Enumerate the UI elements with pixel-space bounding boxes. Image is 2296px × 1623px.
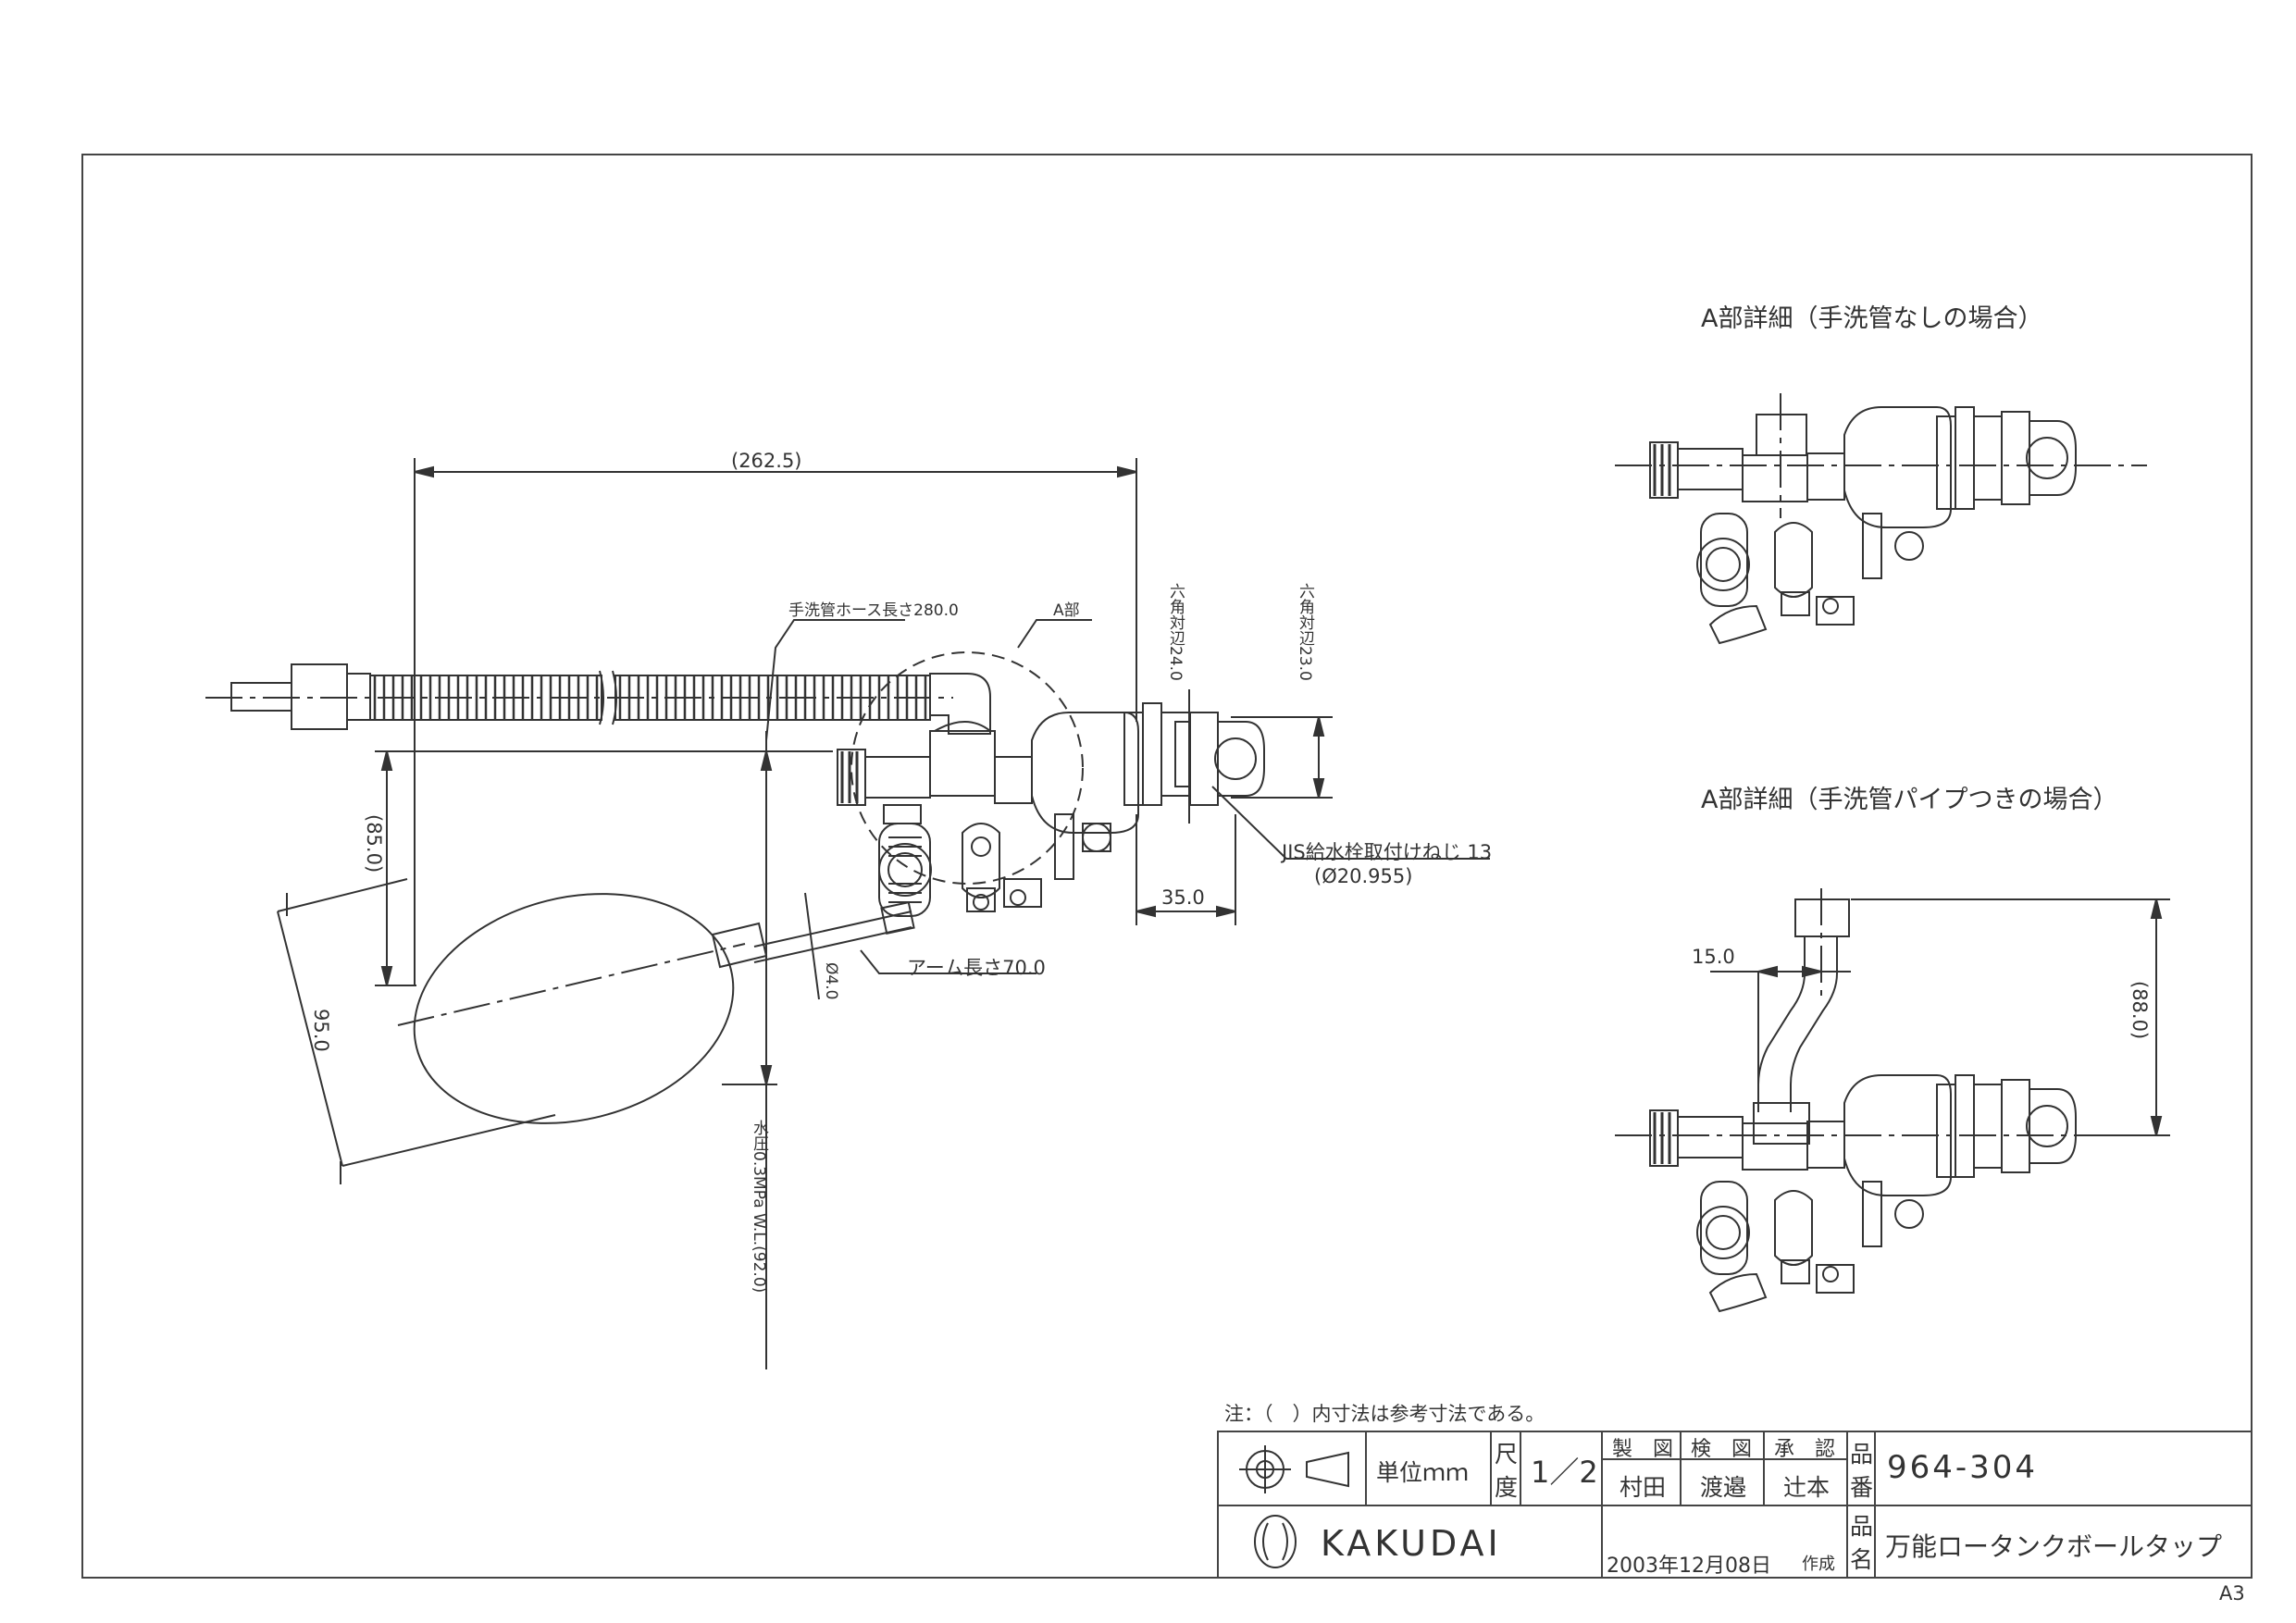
part-no-label-2: 番: [1850, 1474, 1874, 1501]
sheet-size-label: A3: [2219, 1582, 2245, 1604]
approved-by-cell: 辻本: [1765, 1460, 1848, 1506]
reference-dimension-note: 注：（ ）内寸法は参考寸法である。: [1224, 1403, 1545, 1425]
checked-by: 渡邉: [1700, 1474, 1747, 1501]
approved-header-cell: 承 認: [1765, 1432, 1848, 1461]
detail-a-no-pipe-drawing: [1615, 393, 2147, 645]
scale-label-cell: 尺 度: [1492, 1432, 1521, 1506]
dim-arm-length: アーム長さ70.0: [907, 957, 1046, 979]
part-number: 964-304: [1887, 1449, 2039, 1486]
hose-elbow: [929, 673, 991, 735]
scale-value-cell: 1／2: [1521, 1432, 1603, 1506]
company-logo-text: KAKUDAI: [1321, 1523, 1502, 1564]
scale-value: 1／2: [1531, 1455, 1598, 1490]
drawn-header: 製 図: [1612, 1438, 1674, 1461]
dim-float-dia: 95.0: [310, 1009, 332, 1052]
made-label: 作成: [1802, 1555, 1835, 1574]
checked-header-cell: 検 図: [1682, 1432, 1765, 1461]
dim-offset-15: 15.0: [1692, 946, 1735, 968]
projection-symbol-icon: [1239, 1445, 1349, 1493]
dim-hex-24: 六角対辺24.0: [1166, 583, 1185, 681]
unit-cell: 単位ｍｍ: [1367, 1432, 1492, 1506]
checked-header: 検 図: [1691, 1438, 1753, 1461]
dim-jis-thread-dia: (Ø20.955): [1314, 865, 1413, 887]
part-a-detail-circle: [850, 651, 1084, 885]
checked-by-cell: 渡邉: [1682, 1460, 1765, 1506]
dim-height-85: (85.0): [363, 814, 385, 873]
approved-by: 辻本: [1783, 1474, 1831, 1501]
dim-water-level: 水圧0.3MPa W.L.(92.0): [750, 1120, 768, 1294]
dim-arm-dia: Ø4.0: [822, 962, 840, 1000]
scale-label-1: 尺: [1495, 1441, 1519, 1468]
part-no-cell: 964-304: [1876, 1432, 2251, 1506]
part-no-label-cell: 品 番: [1848, 1432, 1876, 1506]
part-no-label-1: 品: [1850, 1441, 1874, 1468]
company-logo-cell: KAKUDAI: [1219, 1506, 1603, 1577]
drawn-header-cell: 製 図: [1603, 1432, 1682, 1461]
name-label-2: 名: [1850, 1546, 1874, 1573]
part-name-cell: 万能ロータンクボールタップ: [1876, 1506, 2251, 1577]
drawing-frame: [81, 154, 2253, 1579]
name-label-cell: 品 名: [1848, 1506, 1876, 1577]
approved-header: 承 認: [1774, 1438, 1836, 1461]
date-cell: 2003年12月08日 作成: [1603, 1506, 1848, 1578]
creation-date: 2003年12月08日: [1607, 1555, 1771, 1578]
detail-a-no-pipe-title: A部詳細（手洗管なしの場合）: [1701, 304, 2043, 333]
label-part-a: A部: [1053, 601, 1080, 620]
valve-body: [837, 702, 1265, 917]
detail-a-with-pipe-drawing: [1615, 888, 2170, 1313]
part-name: 万能ロータンクボールタップ: [1885, 1531, 2223, 1562]
projection-symbol-cell: [1219, 1432, 1367, 1506]
scale-label-2: 度: [1495, 1474, 1519, 1501]
dim-jis-thread: JIS給水栓取付けねじ 13: [1282, 841, 1493, 863]
drawn-by-cell: 村田: [1603, 1460, 1682, 1506]
float-ball: [413, 893, 735, 1124]
detail-a-with-pipe-title: A部詳細（手洗管パイプつきの場合）: [1701, 786, 2118, 814]
dim-offset-35: 35.0: [1161, 886, 1205, 909]
company-logo-icon: [1254, 1515, 1297, 1568]
unit-label: 単位ｍｍ: [1376, 1459, 1470, 1486]
dim-hex-23: 六角対辺23.0: [1296, 583, 1314, 681]
dim-height-88: (88.0): [2128, 981, 2151, 1040]
name-label-1: 品: [1850, 1513, 1874, 1540]
drawn-by: 村田: [1620, 1474, 1667, 1501]
dim-overall-length: (262.5): [731, 450, 802, 472]
title-block: 単位ｍｍ 尺 度 1／2 製 図 検 図 承 認 村田 渡邉 辻本 品 番 96…: [1217, 1431, 2253, 1579]
dim-hose-length: 手洗管ホース長さ280.0: [788, 601, 959, 620]
float-arm: [753, 901, 915, 963]
